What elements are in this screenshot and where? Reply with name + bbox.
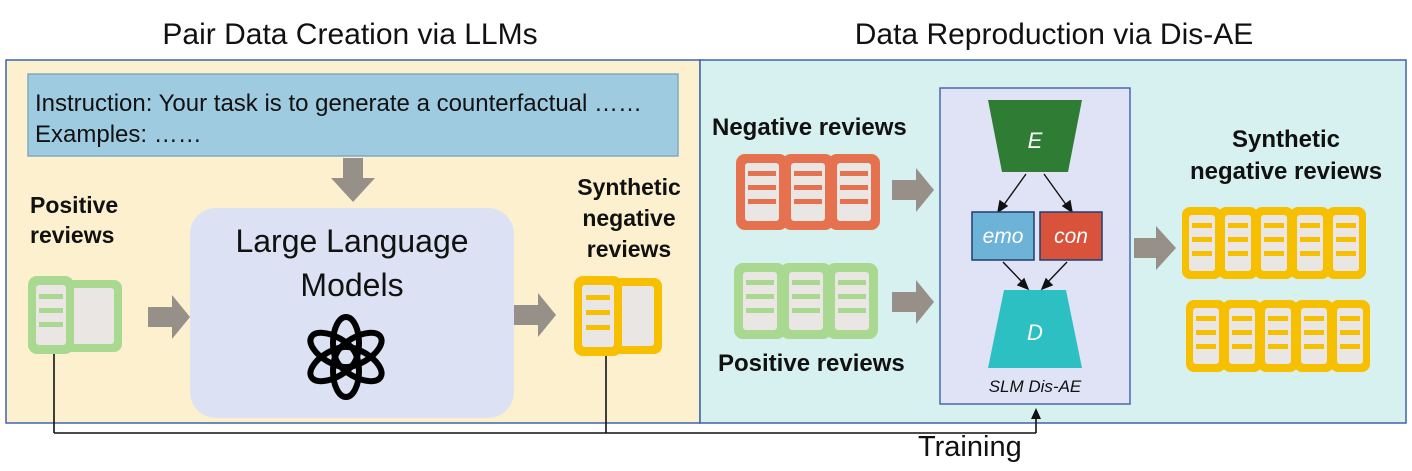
negative-reviews-label: Negative reviews <box>712 114 907 141</box>
positive-review-docs-right <box>734 263 878 339</box>
training-path <box>53 354 1037 434</box>
arrow-positive-to-llm <box>148 295 190 339</box>
arrow-negative-to-model <box>892 168 934 212</box>
llm-label-line1: Large Language <box>235 223 468 259</box>
emo-label: emo <box>983 225 1024 248</box>
positive-review-docs-left <box>28 276 122 354</box>
arrow-positive-to-model <box>892 280 934 324</box>
encoder-label: E <box>1028 128 1043 153</box>
model-caption: SLM Dis-AE <box>989 377 1082 396</box>
training-label: Training <box>918 431 1022 463</box>
synthetic-review-docs-left <box>574 276 662 356</box>
openai-logo <box>307 314 385 400</box>
decoder-shape <box>988 290 1082 368</box>
instruction-line1: Instruction: Your task is to generate a … <box>35 90 642 117</box>
synthetic-right-line2: negative reviews <box>1189 158 1383 185</box>
synthetic-label-right: Synthetic negative reviews <box>1176 124 1396 188</box>
latent-arrows <box>997 173 1073 291</box>
left-panel-title: Pair Data Creation via LLMs <box>162 18 538 51</box>
arrow-instruction-to-llm <box>331 158 375 202</box>
llm-label-line2: Models <box>300 267 403 303</box>
synthetic-right-line1: Synthetic <box>1231 126 1341 153</box>
arrow-llm-to-synthetic <box>514 293 556 337</box>
llm-box <box>190 208 514 418</box>
positive-label-left: Positive reviews <box>30 190 118 250</box>
positive-label-line1: Positive <box>30 192 119 218</box>
con-box <box>1039 211 1103 261</box>
negative-review-docs <box>736 154 880 230</box>
synthetic-label-line1: Synthetic <box>577 174 681 200</box>
synthetic-label-line2: negative <box>582 205 676 231</box>
instruction-box <box>27 73 679 157</box>
emo-box <box>971 211 1035 261</box>
positive-reviews-label-right: Positive reviews <box>718 350 905 377</box>
encoder-shape <box>988 100 1082 172</box>
decoder-label: D <box>1027 320 1043 345</box>
synthetic-label-left: Synthetic negative reviews <box>562 172 696 265</box>
positive-label-line2: reviews <box>30 222 115 248</box>
right-panel-title: Data Reproduction via Dis-AE <box>854 18 1254 51</box>
synthetic-label-line3: reviews <box>586 236 672 262</box>
arrow-model-to-synthetic <box>1134 226 1176 270</box>
instruction-line2: Examples: …… <box>35 121 202 148</box>
con-label: con <box>1054 225 1088 248</box>
training-arrowhead <box>1031 408 1041 419</box>
